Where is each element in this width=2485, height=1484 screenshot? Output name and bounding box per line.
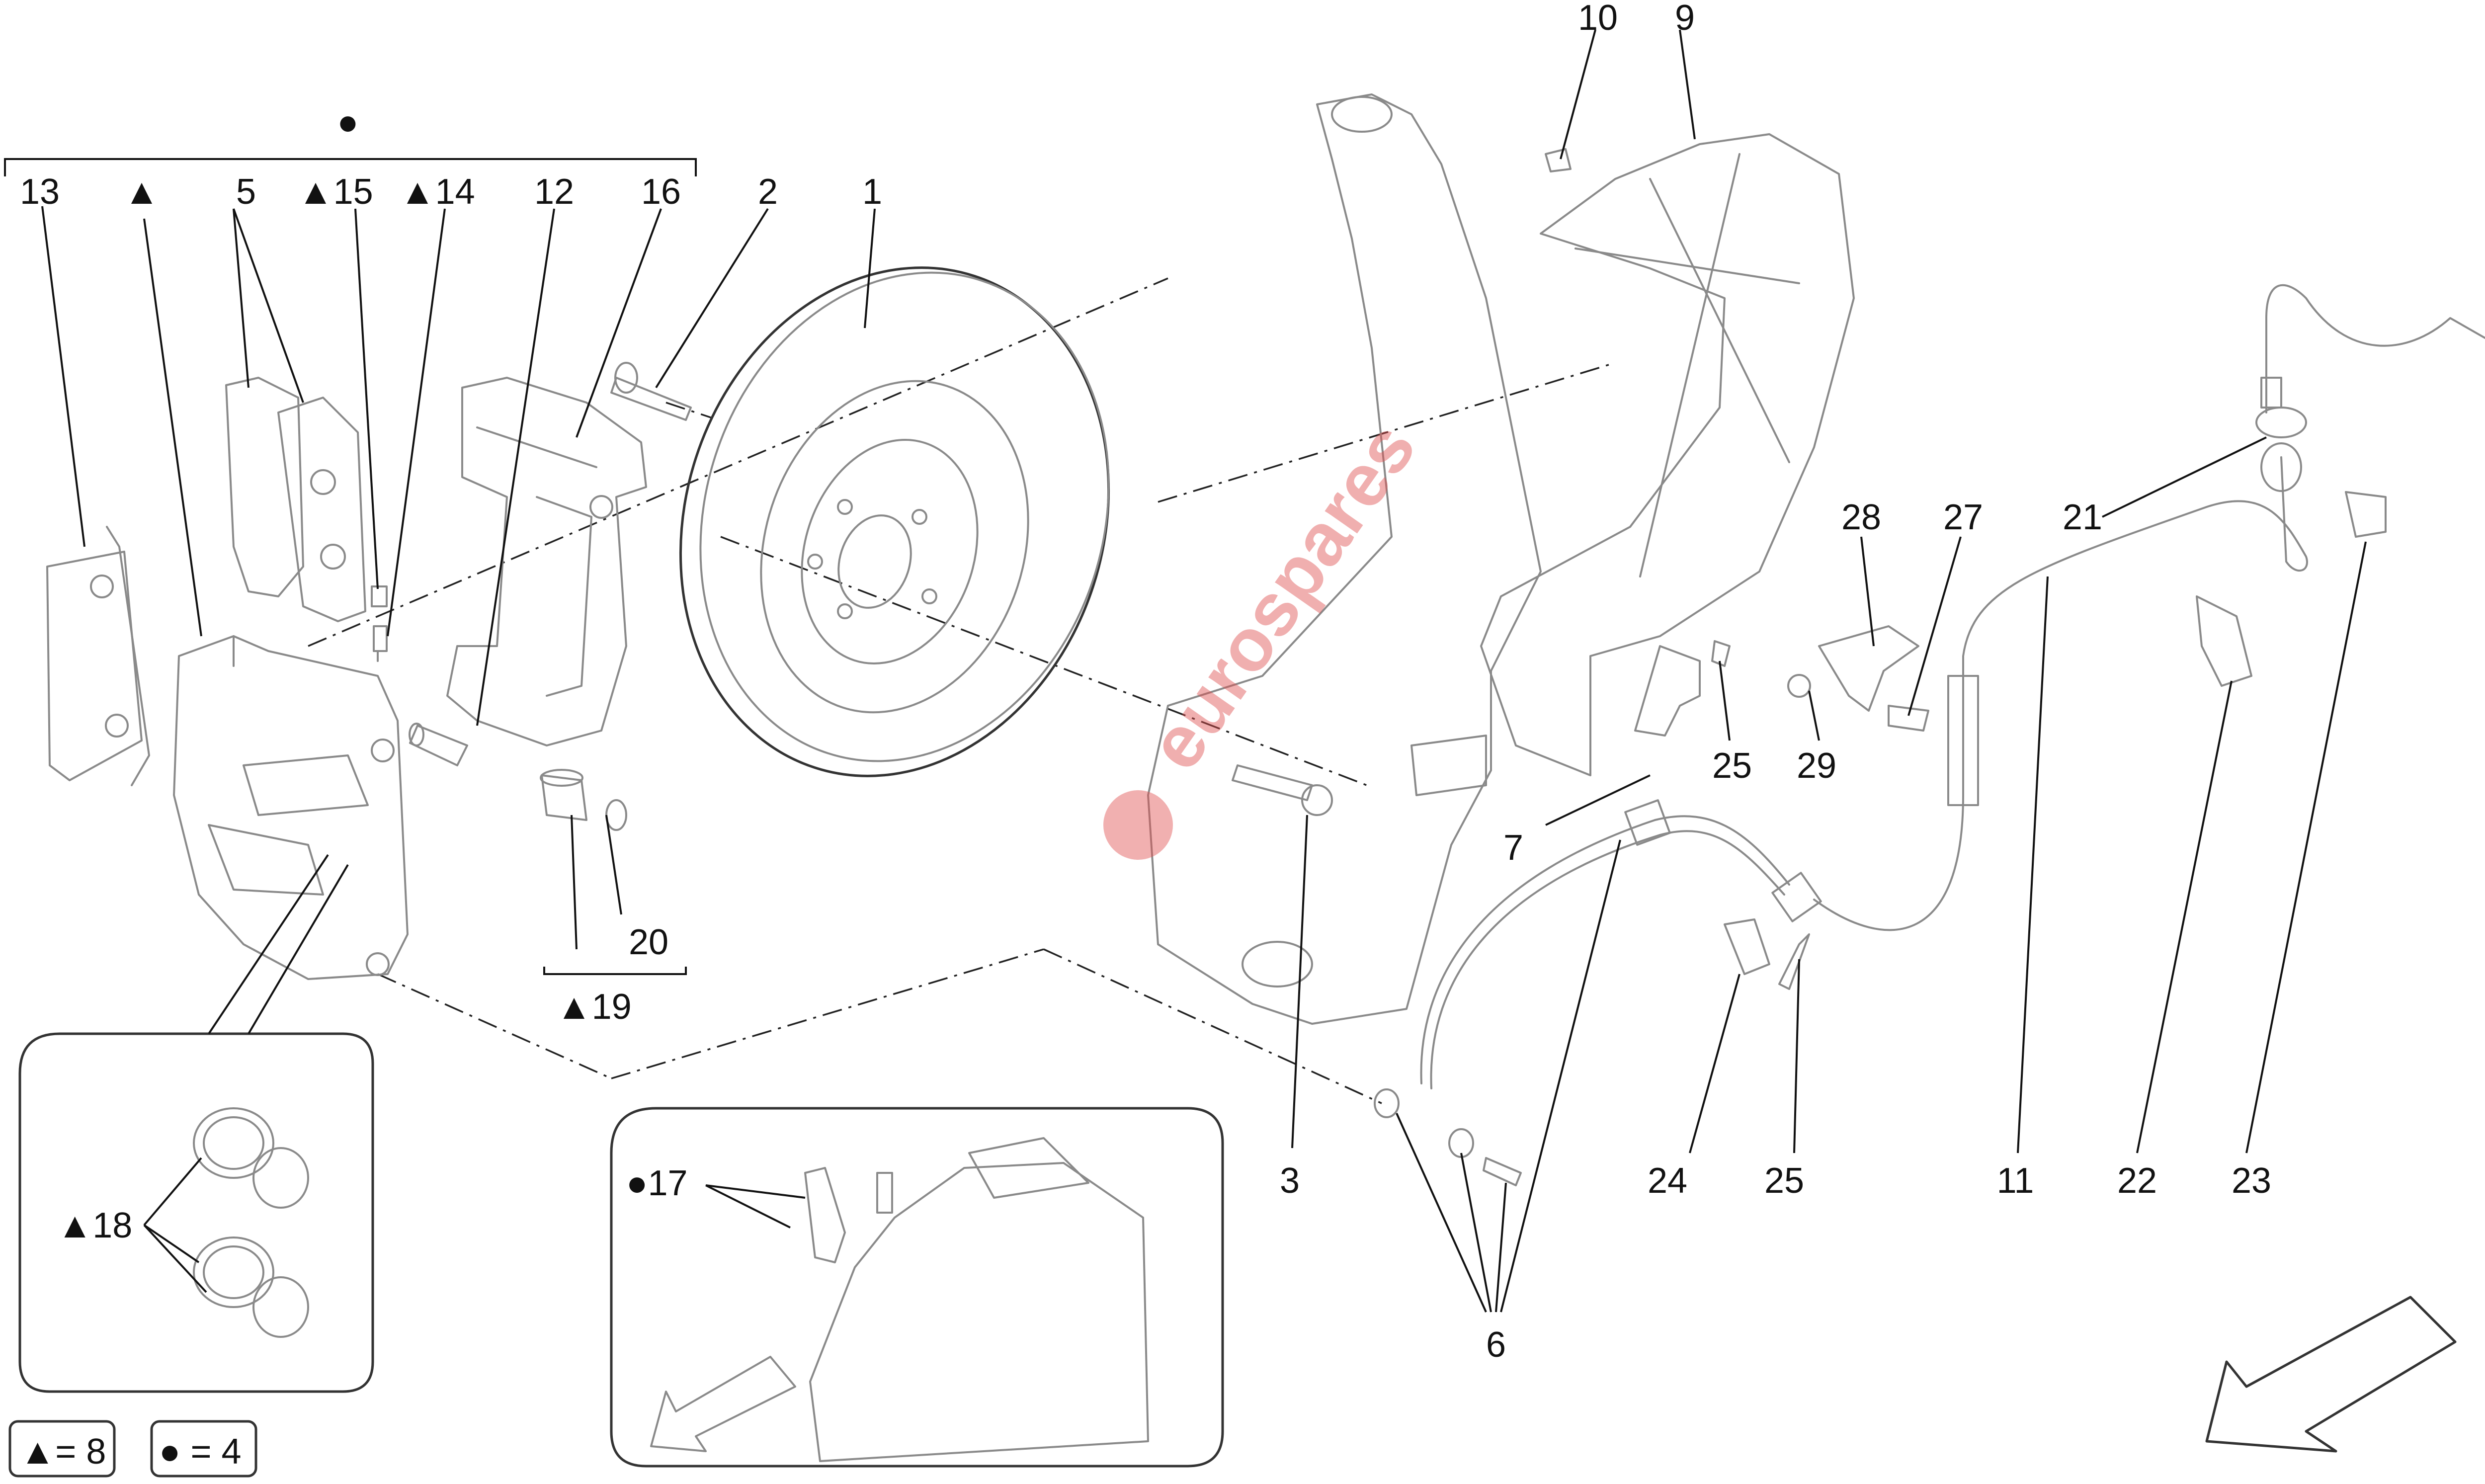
part-brake-pads <box>225 377 366 622</box>
inset-seals: ▲18 <box>18 854 374 1393</box>
legend: ▲= 8 ● = 4 <box>8 1420 257 1478</box>
callout-22: 22 <box>2117 1161 2157 1201</box>
callout-3: 3 <box>1280 1161 1300 1201</box>
eurospares-watermark: eurospares <box>1103 408 1431 860</box>
callout-25b: 25 <box>1764 1161 1804 1201</box>
inset-caliper-detail: ●17 <box>610 1107 1224 1468</box>
part-wear-sensor <box>2196 491 2387 687</box>
part-hose-clip <box>1724 918 1810 990</box>
callout-10: 10 <box>1578 0 1618 38</box>
kit-bracket: ● <box>4 102 697 176</box>
part-bleed-screw <box>371 585 388 662</box>
callout-6: 6 <box>1486 1325 1506 1365</box>
part-knuckle-bolt <box>1232 764 1333 816</box>
callout-14: ▲14 <box>400 172 475 212</box>
bracket-bullet: ● <box>337 102 359 142</box>
callout-17: ●17 <box>626 1163 688 1203</box>
callout-25a: 25 <box>1712 746 1752 786</box>
callout-12: 12 <box>534 172 574 212</box>
callout-24: 24 <box>1648 1161 1687 1201</box>
part-guide-pin <box>409 723 468 766</box>
part-hose-bracket <box>1634 640 1731 737</box>
part-steering-knuckle <box>1147 93 1542 1025</box>
callout-15: ▲15 <box>298 172 373 212</box>
callout-7: 7 <box>1503 828 1523 868</box>
callout-20: 20 <box>629 922 668 962</box>
callout-5: 5 <box>236 172 256 212</box>
leader-lines <box>41 29 2367 1313</box>
part-brake-line <box>1813 284 2485 931</box>
callout-27: 27 <box>1943 497 1983 537</box>
callout-11: 11 <box>1997 1161 2034 1201</box>
direction-arrow-icon <box>2205 1296 2457 1453</box>
callout-labels: 13 ▲ 5 ▲15 ▲14 12 16 2 1 20 ▲19 3 10 9 7… <box>20 0 2271 1365</box>
callout-triangle: ▲ <box>124 172 159 212</box>
callout-18: ▲18 <box>57 1206 132 1245</box>
callout-9: 9 <box>1675 0 1695 38</box>
callout-1: 1 <box>862 172 882 212</box>
part-line-bracket <box>1787 625 1929 732</box>
callout-29: 29 <box>1797 746 1836 786</box>
callout-21: 21 <box>2063 497 2102 537</box>
callout-2: 2 <box>758 172 778 212</box>
part-brake-disc <box>679 266 1110 777</box>
direction-arrow-icon <box>650 1356 796 1452</box>
callout-16: 16 <box>641 172 681 212</box>
callout-19: ▲19 <box>556 987 631 1027</box>
assembly-axes <box>308 277 1616 1104</box>
legend-triangle: ▲= 8 <box>20 1432 106 1472</box>
part-brake-hose <box>1374 799 1822 1186</box>
part-caliper-body <box>173 635 409 980</box>
legend-bullet: ● = 4 <box>159 1432 242 1472</box>
callout-13: 13 <box>20 172 60 212</box>
part-piston-and-seal <box>540 769 627 831</box>
part-shield-screw <box>1545 148 1572 172</box>
part-anti-rattle-plate <box>46 526 150 786</box>
callout-28: 28 <box>1841 497 1881 537</box>
part-carrier-bolt <box>610 362 692 421</box>
part-dust-shield <box>1480 133 1855 776</box>
callout-23: 23 <box>2232 1161 2271 1201</box>
part-caliper-carrier <box>446 377 647 746</box>
